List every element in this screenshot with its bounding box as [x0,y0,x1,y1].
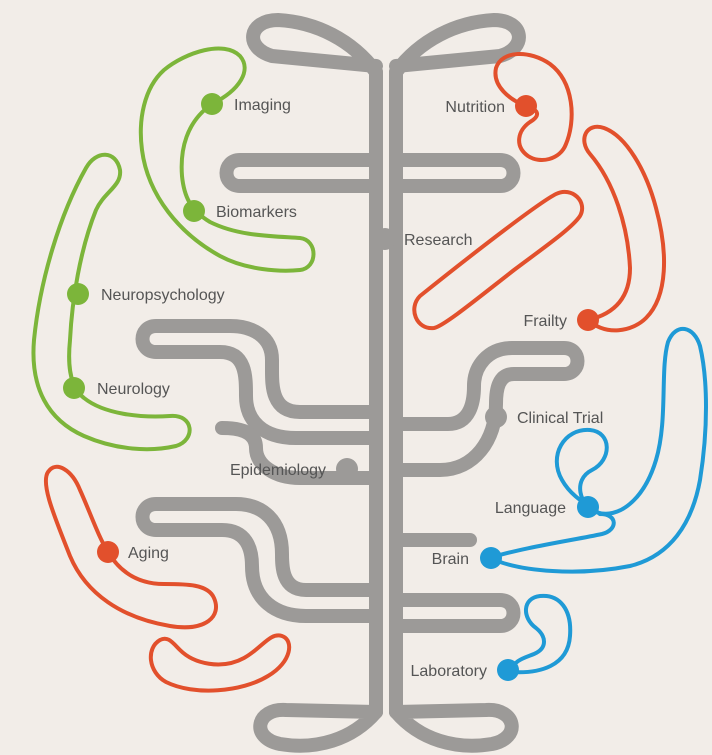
node-label-aging: Aging [128,545,169,562]
node-dot-language [577,496,599,518]
node-label-frailty: Frailty [523,313,567,330]
node-label-nutrition: Nutrition [445,99,505,116]
node-clinical-trial: Clinical Trial [485,406,603,428]
node-dot-imaging [201,93,223,115]
node-dot-brain [480,547,502,569]
node-label-research: Research [404,232,472,249]
node-epidemiology: Epidemiology [230,458,358,480]
orange-tubes [43,51,666,693]
gray-structure [135,13,585,753]
node-biomarkers: Biomarkers [183,200,297,222]
node-label-brain: Brain [432,551,469,568]
node-dot-epidemiology [336,458,358,480]
node-laboratory: Laboratory [411,659,519,681]
node-neuropsychology: Neuropsychology [67,283,225,305]
node-imaging: Imaging [201,93,291,115]
node-label-laboratory: Laboratory [411,663,488,680]
node-dot-clinical-trial [485,406,507,428]
node-dot-research [374,228,396,250]
node-label-neurology: Neurology [97,381,170,398]
node-label-biomarkers: Biomarkers [216,204,297,221]
node-label-imaging: Imaging [234,97,291,114]
node-label-epidemiology: Epidemiology [230,462,326,479]
node-dot-aging [97,541,119,563]
node-aging: Aging [97,541,169,563]
node-dot-biomarkers [183,200,205,222]
node-dot-frailty [577,309,599,331]
node-dot-neurology [63,377,85,399]
node-nutrition: Nutrition [445,95,537,117]
blue-tubes [488,327,708,675]
node-dot-nutrition [515,95,537,117]
node-dot-neuropsychology [67,283,89,305]
node-label-language: Language [495,500,566,517]
node-label-neuropsychology: Neuropsychology [101,287,225,304]
node-neurology: Neurology [63,377,170,399]
node-frailty: Frailty [523,309,599,331]
node-brain: Brain [432,547,502,569]
node-research: Research [374,228,472,250]
node-language: Language [495,496,599,518]
node-dot-laboratory [497,659,519,681]
node-label-clinical-trial: Clinical Trial [517,410,603,427]
